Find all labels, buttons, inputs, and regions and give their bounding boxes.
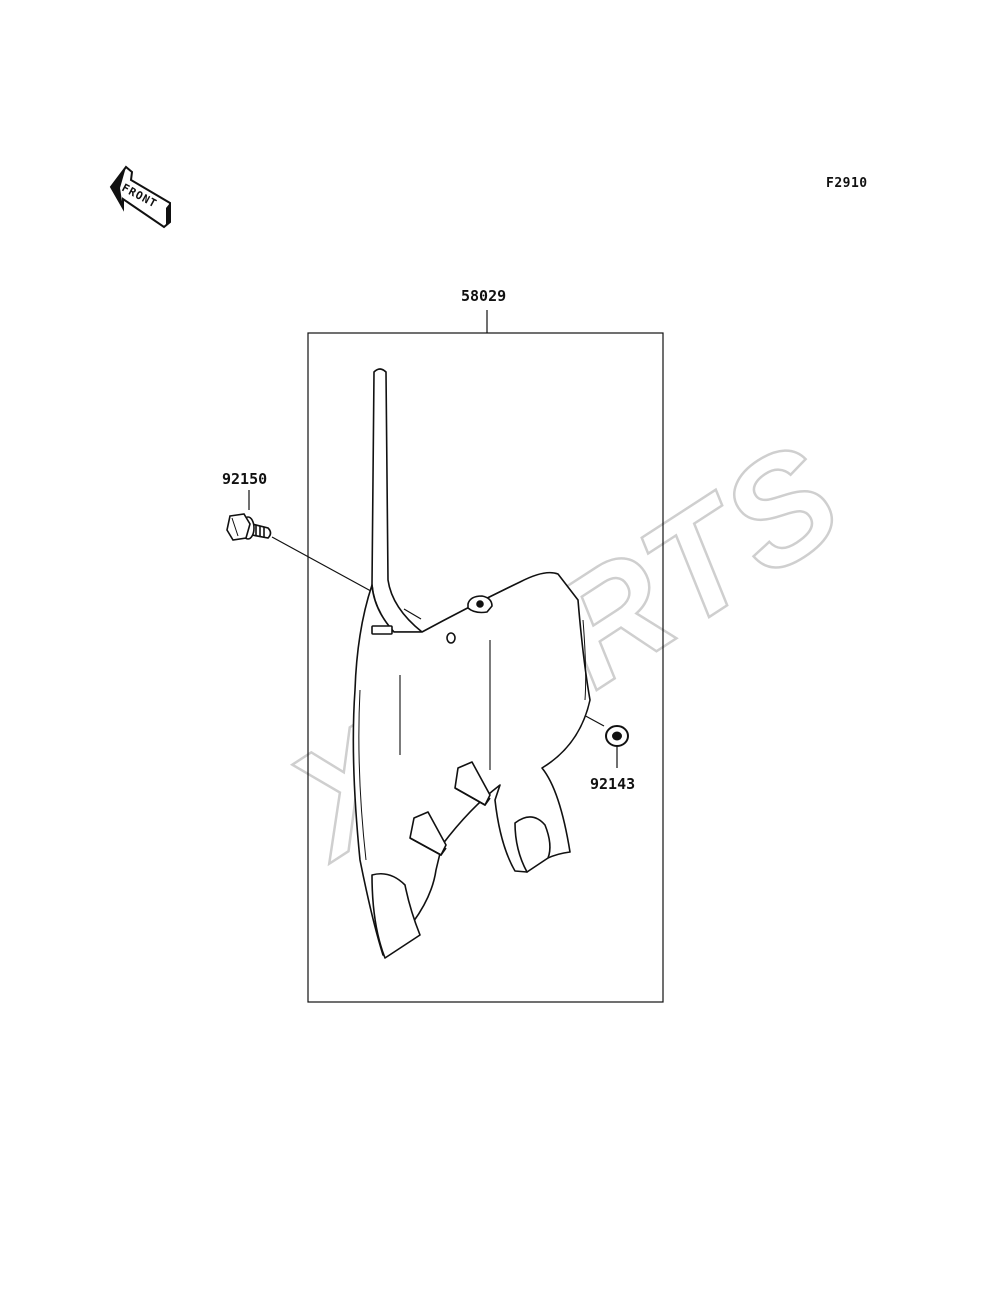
number-plate-icon: [352, 368, 591, 959]
diagram-code: F2910: [826, 176, 868, 191]
part-label-assembly: 58029: [461, 287, 507, 305]
assembly-box: [307, 310, 664, 1003]
part-label-washer: 92143: [590, 775, 636, 793]
flange-bolt-icon: [226, 513, 272, 541]
front-direction-arrow-icon: FRONT: [109, 165, 171, 229]
part-label-bolt: 92150: [222, 470, 268, 488]
bolt-leader: [248, 490, 422, 620]
washer-icon: [605, 725, 629, 747]
